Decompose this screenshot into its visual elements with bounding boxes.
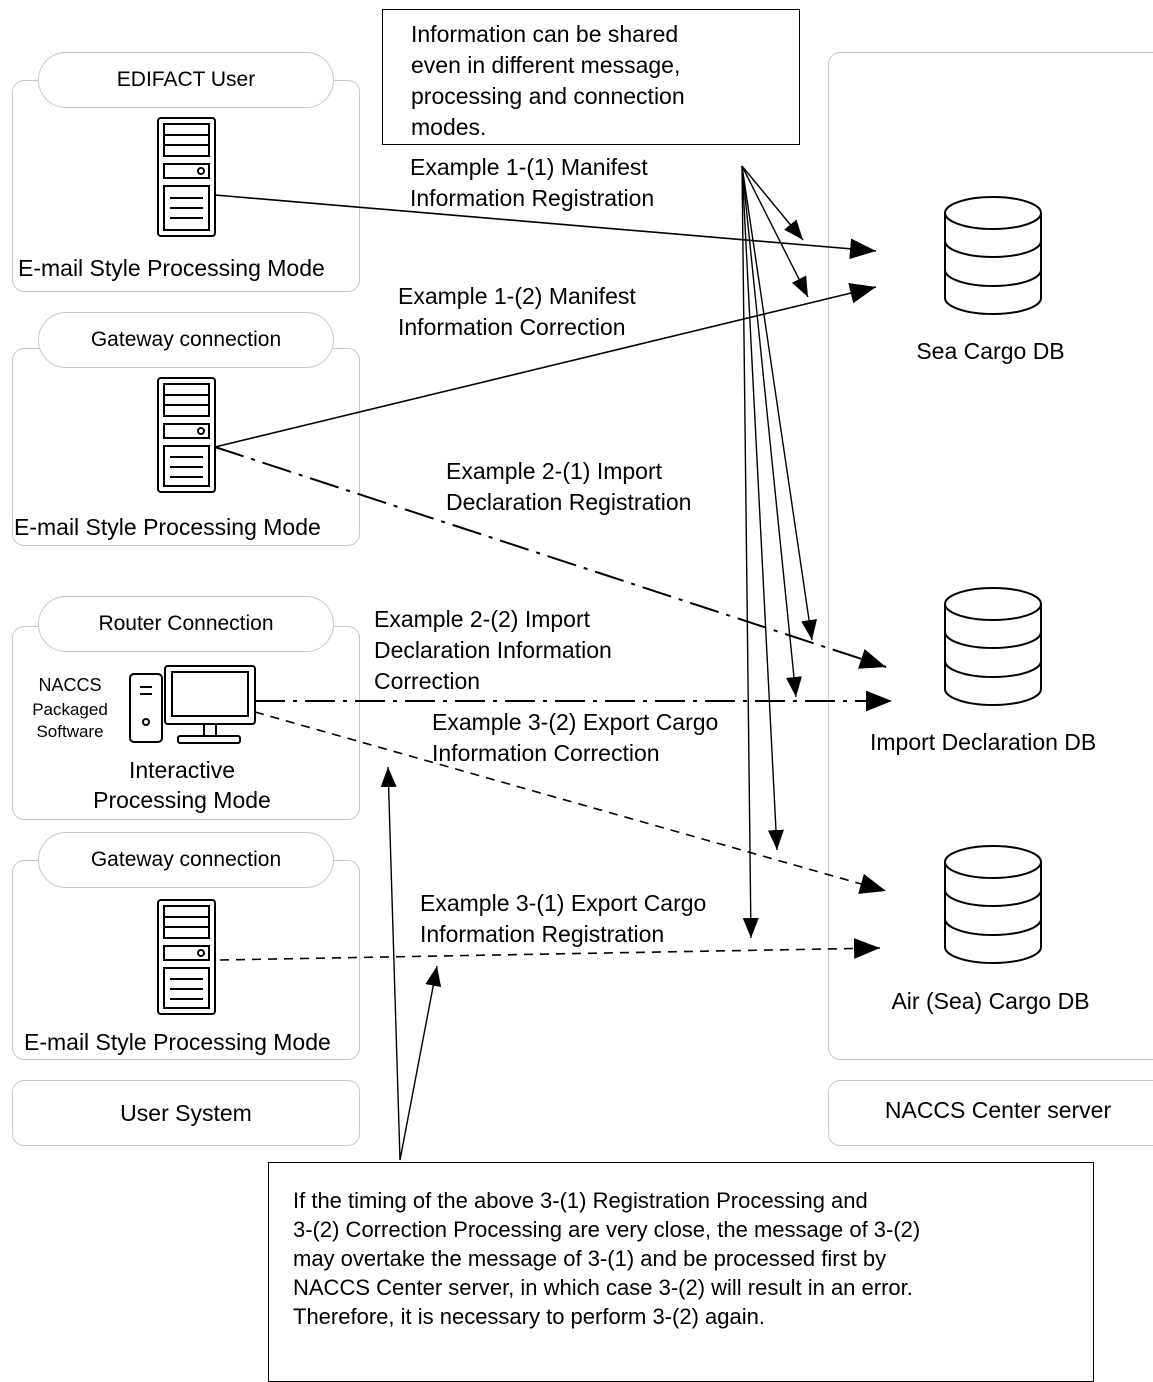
- note-pointer-arrows: [741, 165, 817, 939]
- example-2-2-line2: Declaration Information: [374, 637, 612, 663]
- server-icon: [157, 377, 216, 493]
- note-top-line3: processing and connection: [411, 83, 685, 109]
- computer-monitor-icon: [129, 665, 256, 744]
- example-2-1-label: Example 2-(1) Import Declaration Registr…: [446, 456, 691, 518]
- database-icon: [944, 587, 1042, 706]
- note-top-line1: Information can be shared: [411, 21, 679, 47]
- example-2-2-label: Example 2-(2) Import Declaration Informa…: [374, 604, 612, 697]
- arrow-example-1-1: [214, 194, 877, 260]
- server-icon: [157, 899, 216, 1015]
- db-label-import-declaration: Import Declaration DB: [870, 729, 1097, 755]
- note-top-line2: even in different message,: [411, 52, 681, 78]
- software-label: NACCS Packaged Software: [20, 672, 120, 742]
- example-2-2-line1: Example 2-(2) Import: [374, 606, 591, 632]
- database-icon: [944, 845, 1042, 964]
- db-label-sea-cargo: Sea Cargo DB: [916, 338, 1065, 364]
- example-3-1-line1: Example 3-(1) Export Cargo: [420, 890, 707, 916]
- mode-label-2: E-mail Style Processing Mode: [14, 514, 321, 540]
- note-shared-information: Information can be shared even in differ…: [382, 9, 800, 145]
- example-1-1-line2: Information Registration: [410, 185, 655, 211]
- example-1-2-label: Example 1-(2) Manifest Information Corre…: [398, 281, 636, 343]
- software-label-line2: Packaged: [32, 700, 108, 719]
- server-icon: [157, 117, 216, 237]
- user-system-panel: [12, 1080, 360, 1146]
- example-3-2-line1: Example 3-(2) Export Cargo: [432, 709, 719, 735]
- example-3-1-line2: Information Registration: [420, 921, 665, 947]
- example-2-1-line1: Example 2-(1) Import: [446, 458, 663, 484]
- user-system-label: User System: [120, 1100, 252, 1126]
- note-top-line4: modes.: [411, 114, 487, 140]
- example-3-2-line2: Information Correction: [432, 740, 660, 766]
- example-1-2-line2: Information Correction: [398, 314, 626, 340]
- mode-label-1: E-mail Style Processing Mode: [18, 255, 325, 281]
- naccs-center-label-panel: [828, 1080, 1153, 1146]
- note-bottom-line1: If the timing of the above 3-(1) Registr…: [293, 1188, 868, 1213]
- example-2-1-line2: Declaration Registration: [446, 489, 692, 515]
- naccs-center-label: NACCS Center server: [884, 1097, 1112, 1123]
- note-bottom-line5: Therefore, it is necessary to perform 3-…: [293, 1304, 765, 1329]
- mode-label-3a: Interactive: [128, 757, 236, 783]
- example-1-1-label: Example 1-(1) Manifest Information Regis…: [410, 152, 654, 214]
- mode-label-3b: Processing Mode: [93, 787, 271, 813]
- connection-pill-router: Router Connection: [38, 596, 334, 652]
- database-icon: [944, 196, 1042, 315]
- warning-pointer-arrows: [380, 766, 442, 1161]
- mode-label-4: E-mail Style Processing Mode: [24, 1029, 331, 1055]
- note-bottom-line2: 3-(2) Correction Processing are very clo…: [293, 1217, 921, 1242]
- arrow-example-3-1: [219, 938, 881, 961]
- example-3-2-label: Example 3-(2) Export Cargo Information C…: [432, 707, 718, 769]
- example-1-2-line1: Example 1-(2) Manifest: [398, 283, 636, 309]
- db-label-air-sea-cargo: Air (Sea) Cargo DB: [891, 988, 1090, 1014]
- software-label-line3: Software: [36, 722, 104, 741]
- arrow-example-1-2: [214, 283, 877, 448]
- note-bottom-line3: may overtake the message of 3-(1) and be…: [293, 1246, 887, 1271]
- example-2-2-line3: Correction: [374, 668, 481, 694]
- arrow-example-2-1: [214, 446, 887, 669]
- connection-pill-gateway-1: Gateway connection: [38, 312, 334, 368]
- connection-pill-edifact: EDIFACT User: [38, 52, 334, 108]
- arrow-example-3-2: [254, 711, 887, 894]
- example-3-1-label: Example 3-(1) Export Cargo Information R…: [420, 888, 706, 950]
- note-bottom-line4: NACCS Center server, in which case 3-(2)…: [293, 1275, 913, 1300]
- example-1-1-line1: Example 1-(1) Manifest: [410, 154, 648, 180]
- software-label-line1: NACCS: [38, 675, 102, 695]
- connection-pill-gateway-2: Gateway connection: [38, 832, 334, 888]
